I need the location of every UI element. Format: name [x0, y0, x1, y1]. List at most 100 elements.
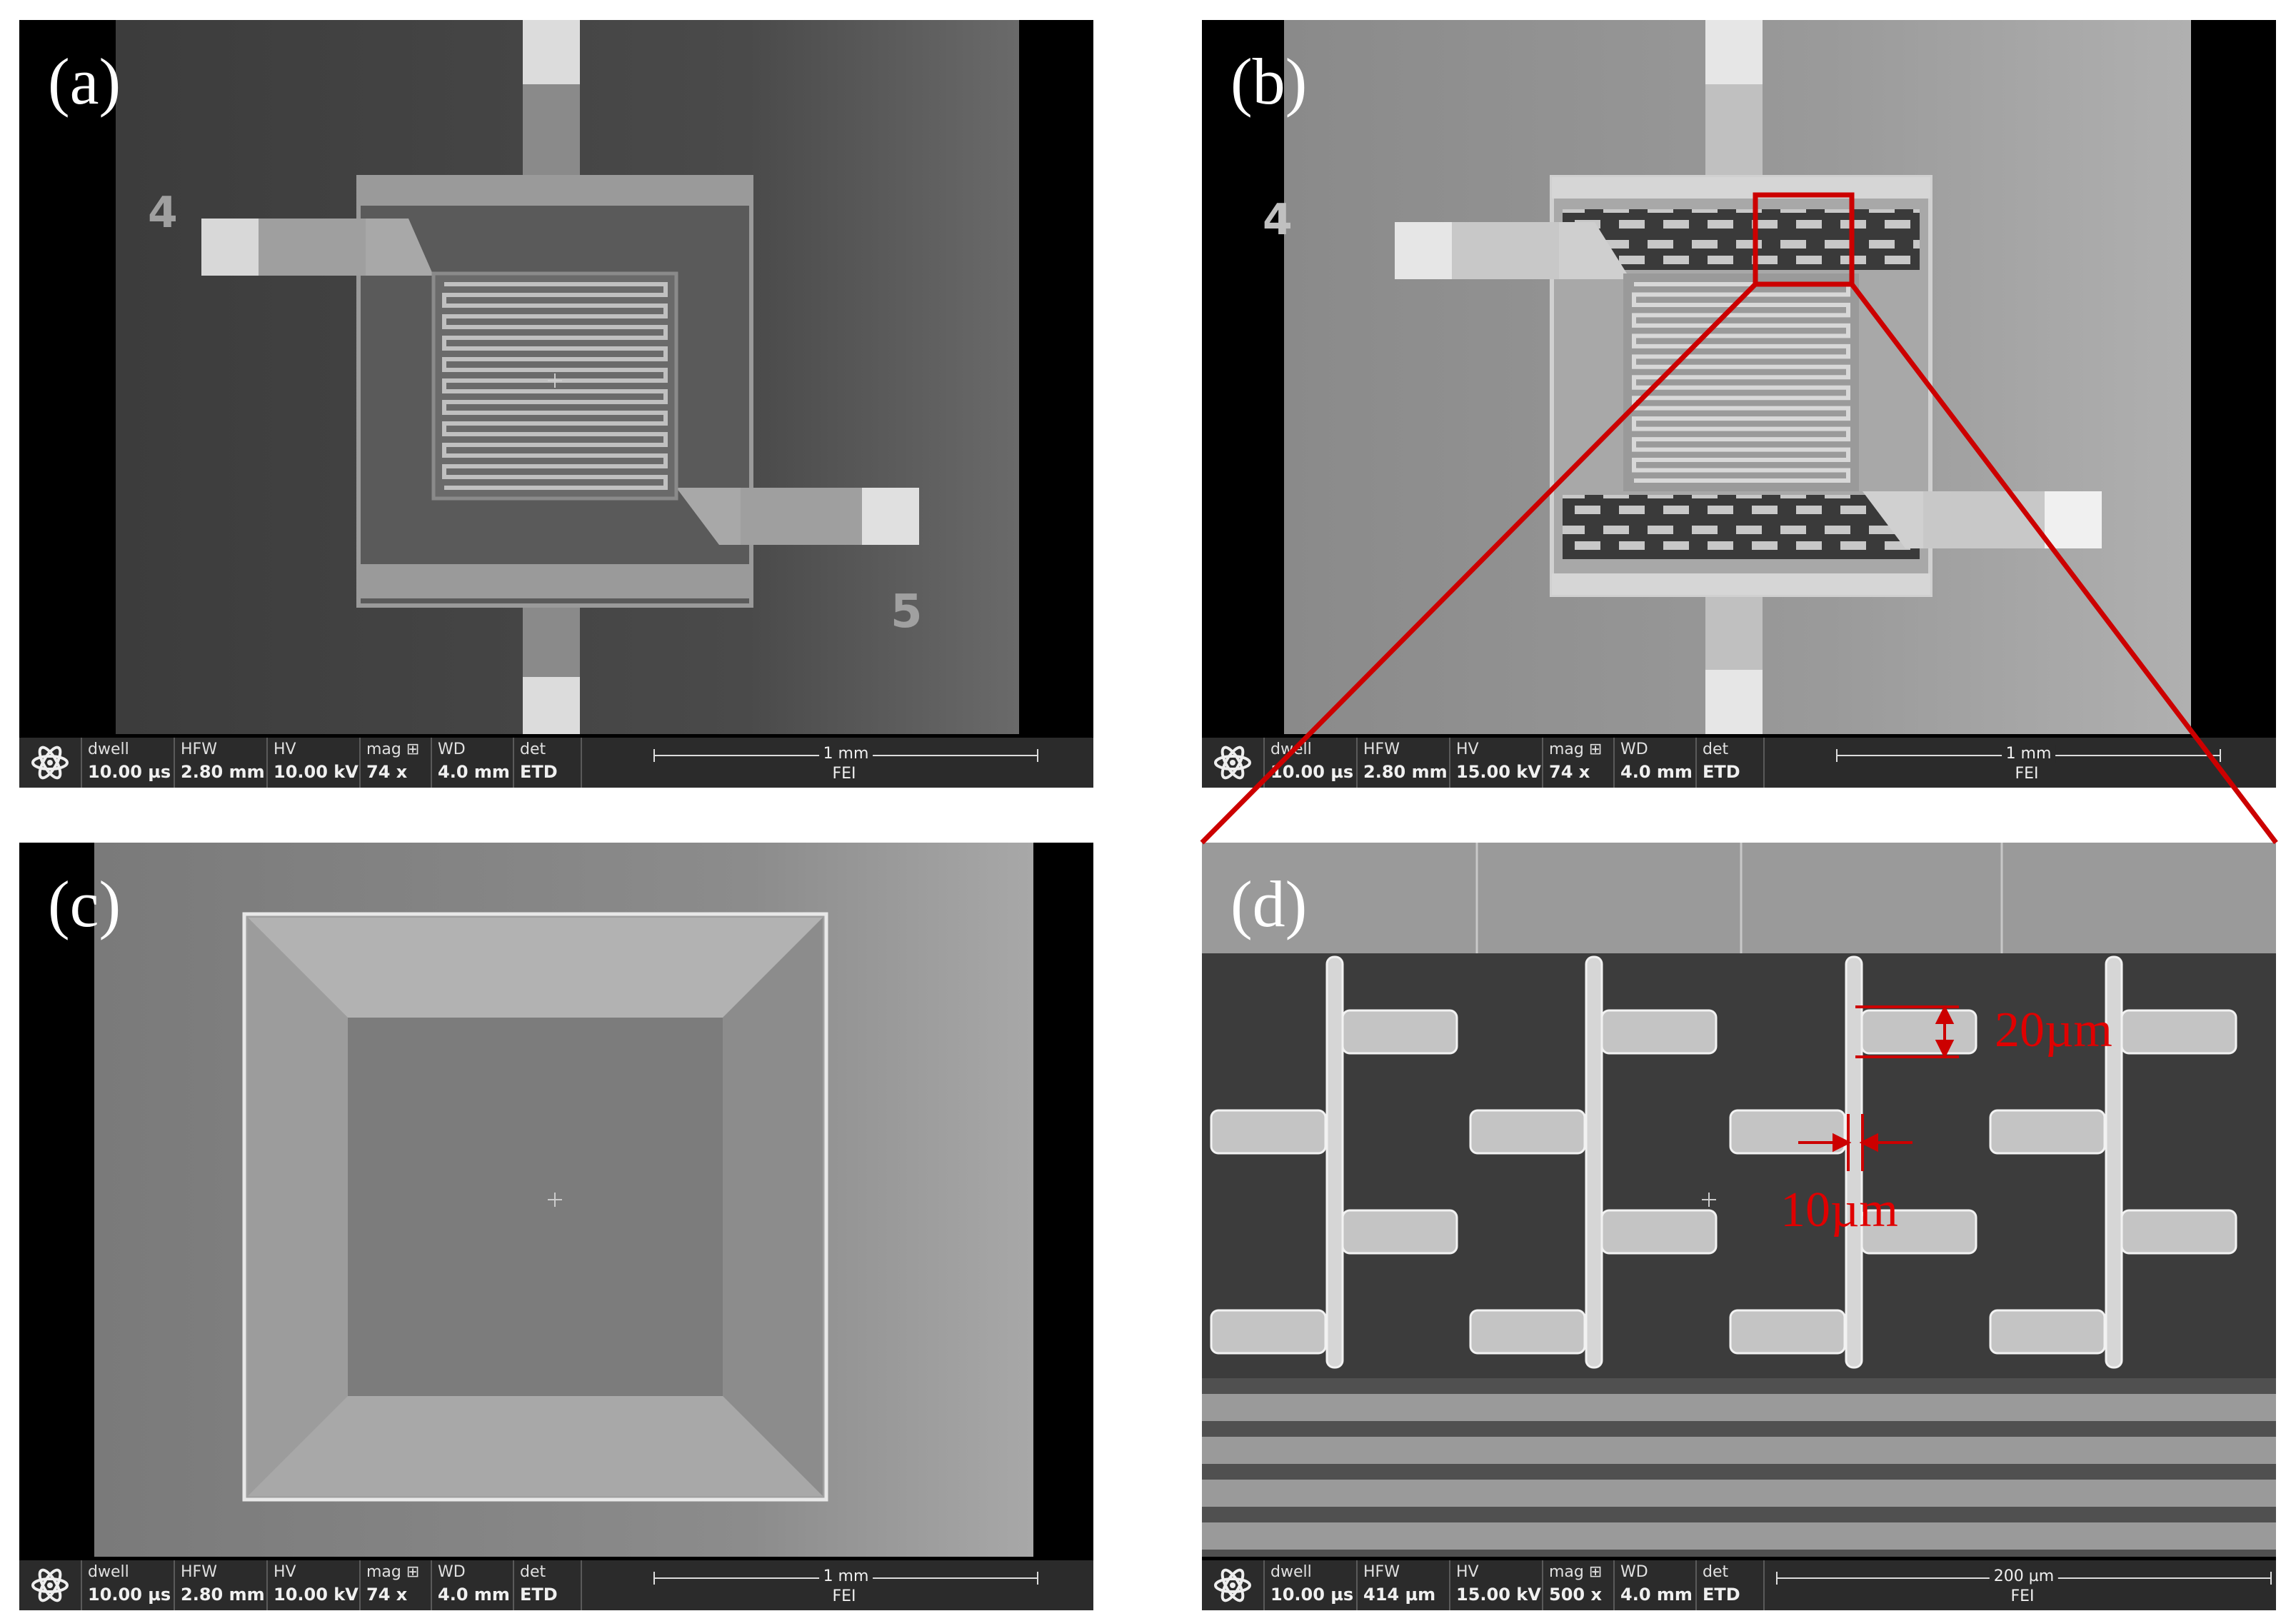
spring-beam-vertical — [1585, 955, 1603, 1369]
spring-beam-vertical — [1325, 955, 1344, 1369]
info-hfw-label: HFW — [181, 1563, 217, 1581]
info-hv-value: 15.00 kV — [1456, 1585, 1541, 1605]
scale-cell: 1 mm FEI — [581, 1560, 1093, 1610]
sem-image-c — [19, 843, 1093, 1557]
info-dwell-value: 10.00 µs — [1270, 762, 1354, 782]
spring-arm — [1600, 1209, 1718, 1255]
sample-mark-4-b: 4 — [1263, 195, 1293, 245]
spring-arm — [1210, 1109, 1327, 1155]
scale-bar: 1 mm — [1836, 745, 2221, 763]
brand-label: FEI — [2010, 1587, 2035, 1605]
info-det-value: ETD — [520, 762, 558, 782]
info-hfw-value: 2.80 mm — [181, 1585, 265, 1605]
spring-arm — [2120, 1009, 2237, 1055]
info-det-value: ETD — [1703, 762, 1740, 782]
spring-arm — [1341, 1009, 1458, 1055]
scale-cell: 1 mm FEI — [581, 738, 1093, 788]
info-wd-value: 4.0 mm — [438, 1585, 510, 1605]
info-mag: mag ⊞ 74 x — [1542, 738, 1613, 788]
info-wd-label: WD — [1620, 741, 1648, 758]
spring-arm — [1989, 1109, 2106, 1155]
info-hfw-label: HFW — [181, 741, 217, 758]
info-dwell-label: dwell — [88, 741, 129, 758]
fei-logo-icon — [19, 1560, 81, 1610]
scale-bar: 200 µm — [1776, 1567, 2272, 1585]
info-mag: mag ⊞ 500 x — [1542, 1560, 1613, 1610]
spring-arm — [1341, 1209, 1458, 1255]
zoom-region-box — [1753, 192, 1855, 287]
info-mag-value: 74 x — [366, 762, 408, 782]
scale-bar-label: 200 µm — [1989, 1567, 2059, 1585]
sample-mark-5: 5 — [891, 586, 923, 638]
info-mag: mag ⊞74 x — [359, 738, 431, 788]
info-hv-value: 10.00 kV — [274, 762, 359, 782]
info-hv: HV 15.00 kV — [1449, 1560, 1542, 1610]
annotation-20um: 20µm — [1995, 1003, 2112, 1058]
spring-arm — [2120, 1209, 2237, 1255]
info-mag-label: mag ⊞ — [1549, 1563, 1603, 1581]
info-mag-label: mag ⊞ — [1549, 741, 1603, 758]
brand-label: FEI — [2015, 765, 2039, 783]
info-dwell-label: dwell — [1270, 1563, 1312, 1581]
info-wd-value: 4.0 mm — [1620, 1585, 1693, 1605]
fei-logo-icon — [1202, 1560, 1263, 1610]
info-dwell: dwell 10.00 µs — [81, 738, 174, 788]
spring-arm — [1989, 1309, 2106, 1355]
info-mag-value: 74 x — [1549, 762, 1590, 782]
info-hfw: HFW 414 µm — [1356, 1560, 1449, 1610]
brand-label: FEI — [832, 765, 856, 783]
info-det-label: det — [520, 741, 546, 758]
info-wd-label: WD — [1620, 1563, 1648, 1581]
scale-cell: 1 mm FEI — [1763, 738, 2276, 788]
info-hv-label: HV — [274, 1563, 296, 1581]
spring-beam-vertical — [2105, 955, 2123, 1369]
info-det-value: ETD — [1703, 1585, 1740, 1605]
brand-label: FEI — [832, 1587, 856, 1605]
scale-bar: 1 mm — [653, 1567, 1038, 1585]
scale-cell: 200 µm FEI — [1763, 1560, 2276, 1610]
sem-image-a: 4 5 — [19, 20, 1093, 734]
panel-label-d: (d) — [1230, 868, 1308, 940]
info-dwell: dwell 10.00 µs — [81, 1560, 174, 1610]
panel-label-b: (b) — [1230, 45, 1308, 118]
info-mag-value: 500 x — [1549, 1585, 1602, 1605]
info-dwell-value: 10.00 µs — [88, 762, 171, 782]
info-hfw-value: 414 µm — [1363, 1585, 1436, 1605]
panel-label-a: (a) — [48, 45, 121, 118]
info-hv-label: HV — [274, 741, 296, 758]
info-det-label: det — [1703, 1563, 1729, 1581]
spring-arm — [1469, 1309, 1586, 1355]
info-dwell: dwell 10.00 µs — [1263, 738, 1356, 788]
info-hv-label: HV — [1456, 1563, 1479, 1581]
info-mag: mag ⊞74 x — [359, 1560, 431, 1610]
info-wd-label: WD — [438, 1563, 466, 1581]
info-mag-value: 74 x — [366, 1585, 408, 1605]
info-dwell-label: dwell — [1270, 741, 1312, 758]
scale-bar-label: 1 mm — [818, 745, 873, 763]
fei-logo-icon — [19, 738, 81, 788]
info-hv-label: HV — [1456, 741, 1479, 758]
info-dwell-label: dwell — [88, 1563, 129, 1581]
info-hfw-value: 2.80 mm — [1363, 762, 1448, 782]
sample-mark-4: 4 — [148, 188, 178, 238]
info-hfw: HFW 2.80 mm — [174, 1560, 266, 1610]
spring-arm — [1729, 1309, 1846, 1355]
info-dwell-value: 10.00 µs — [88, 1585, 171, 1605]
annotation-10um: 10µm — [1780, 1183, 1898, 1238]
spring-arm — [1600, 1009, 1718, 1055]
info-wd: WD 4.0 mm — [1613, 1560, 1695, 1610]
info-hfw-label: HFW — [1363, 1563, 1400, 1581]
